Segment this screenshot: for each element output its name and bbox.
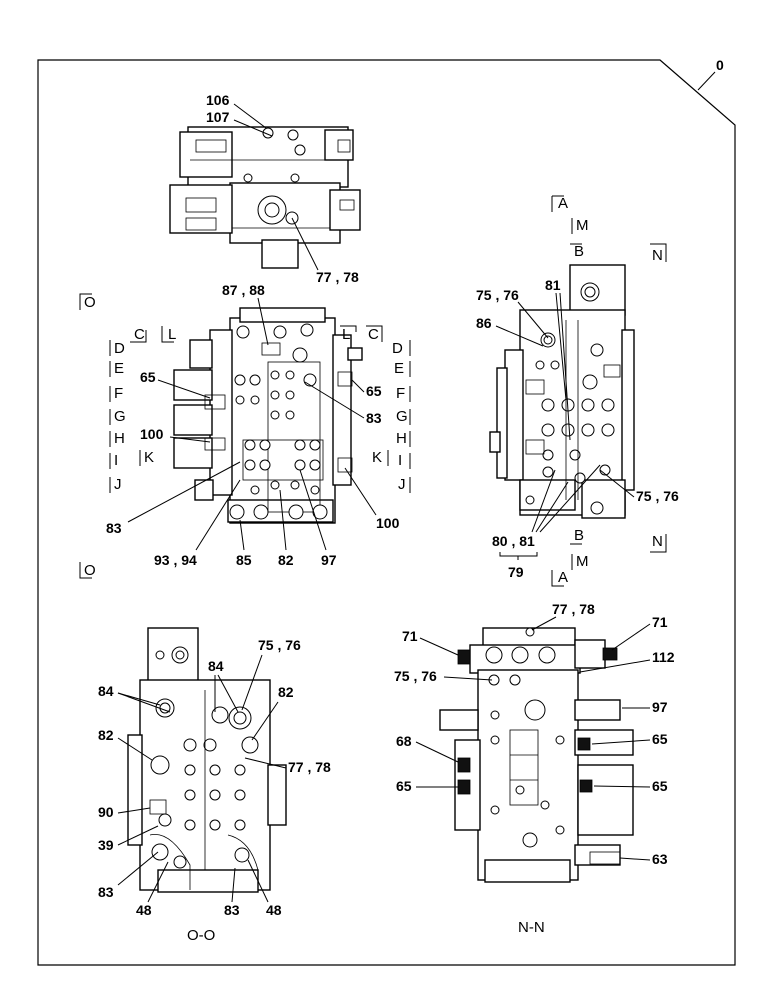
svg-text:D: D: [392, 340, 403, 357]
svg-text:J: J: [398, 476, 406, 493]
main-view-drawing: [173, 307, 363, 524]
top-view-drawing: [169, 126, 361, 269]
callout-107: 107: [206, 109, 230, 125]
svg-text:F: F: [114, 385, 123, 402]
right-view-drawing: [489, 264, 635, 519]
callout-65-n3: 65: [652, 778, 668, 794]
svg-text:H: H: [396, 430, 407, 447]
section-marker-l-left: L: [168, 326, 176, 343]
section-marker-b-bottom: B: [574, 527, 584, 544]
callout-100-right: 100: [376, 515, 400, 531]
callout-84-b: 84: [208, 658, 224, 674]
svg-text:F: F: [396, 385, 405, 402]
callout-112: 112: [652, 649, 675, 665]
callout-106: 106: [206, 92, 230, 108]
svg-text:I: I: [114, 452, 118, 469]
callout-80-81: 80 , 81: [492, 533, 535, 549]
section-marker-n-bottom: N: [652, 533, 663, 550]
callout-48-b: 48: [266, 902, 282, 918]
section-markers-right: D E F G H I K J: [372, 340, 411, 493]
callout-71-a: 71: [402, 628, 418, 644]
svg-text:K: K: [372, 449, 382, 466]
svg-text:H: H: [114, 430, 125, 447]
section-marker-c-right: C: [368, 326, 379, 343]
callout-65-right: 65: [366, 383, 382, 399]
svg-text:G: G: [396, 408, 408, 425]
svg-text:E: E: [394, 360, 404, 377]
callout-83-right: 83: [366, 410, 382, 426]
callout-75-76-c: 75 , 76: [258, 637, 301, 653]
callout-84-a: 84: [98, 683, 114, 699]
section-marker-l-right: L: [342, 326, 350, 343]
callout-39: 39: [98, 837, 114, 853]
view-caption-o-o: O-O: [187, 927, 215, 944]
callout-100-left: 100: [140, 426, 164, 442]
callout-75-76-n: 75 , 76: [394, 668, 437, 684]
callout-82-a: 82: [278, 684, 294, 700]
callout-82: 82: [278, 552, 294, 568]
svg-text:G: G: [114, 408, 126, 425]
callout-65-n1: 65: [652, 731, 668, 747]
sheet-reference: 0: [716, 57, 724, 73]
callout-71-b: 71: [652, 614, 668, 630]
callout-79: 79: [508, 564, 524, 580]
section-marker-a-bottom: A: [558, 569, 568, 586]
section-marker-o-bottom: O: [84, 562, 96, 579]
callout-86: 86: [476, 315, 492, 331]
callout-90: 90: [98, 804, 114, 820]
section-marker-c-left: C: [134, 326, 145, 343]
callout-77-78-top: 77 , 78: [316, 269, 359, 285]
callout-83-o1: 83: [98, 884, 114, 900]
section-marker-n-top: N: [652, 247, 663, 264]
callout-63: 63: [652, 851, 668, 867]
callout-82-b: 82: [98, 727, 114, 743]
callout-87-88: 87 , 88: [222, 282, 265, 298]
svg-text:E: E: [114, 360, 124, 377]
callout-81: 81: [545, 277, 561, 293]
callout-65-left: 65: [140, 369, 156, 385]
callout-77-78-o: 77 , 78: [288, 759, 331, 775]
drawing-frame: [37, 59, 736, 966]
view-caption-n-n: N-N: [518, 919, 545, 936]
o-o-view-drawing: [127, 627, 287, 893]
section-marker-o-top: O: [84, 294, 96, 311]
callout-48-a: 48: [136, 902, 152, 918]
callout-97-n: 97: [652, 699, 668, 715]
section-marker-a-top: A: [558, 195, 568, 212]
section-marker-b-top: B: [574, 243, 584, 260]
section-markers-left: D E F G H I K J: [109, 340, 154, 493]
callout-65-n2: 65: [396, 778, 412, 794]
callout-68: 68: [396, 733, 412, 749]
section-marker-m-bottom: M: [576, 553, 589, 570]
svg-text:K: K: [144, 449, 154, 466]
callout-85: 85: [236, 552, 252, 568]
callout-93-94: 93 , 94: [154, 552, 197, 568]
n-n-view-drawing: [439, 627, 634, 883]
section-marker-m-top: M: [576, 217, 589, 234]
callout-83-left: 83: [106, 520, 122, 536]
svg-text:I: I: [398, 452, 402, 469]
callout-97: 97: [321, 552, 337, 568]
svg-text:D: D: [114, 340, 125, 357]
svg-text:J: J: [114, 476, 122, 493]
callout-83-o2: 83: [224, 902, 240, 918]
callout-75-76-b: 75 , 76: [636, 488, 679, 504]
callout-77-78-n: 77 , 78: [552, 601, 595, 617]
callout-75-76-a: 75 , 76: [476, 287, 519, 303]
